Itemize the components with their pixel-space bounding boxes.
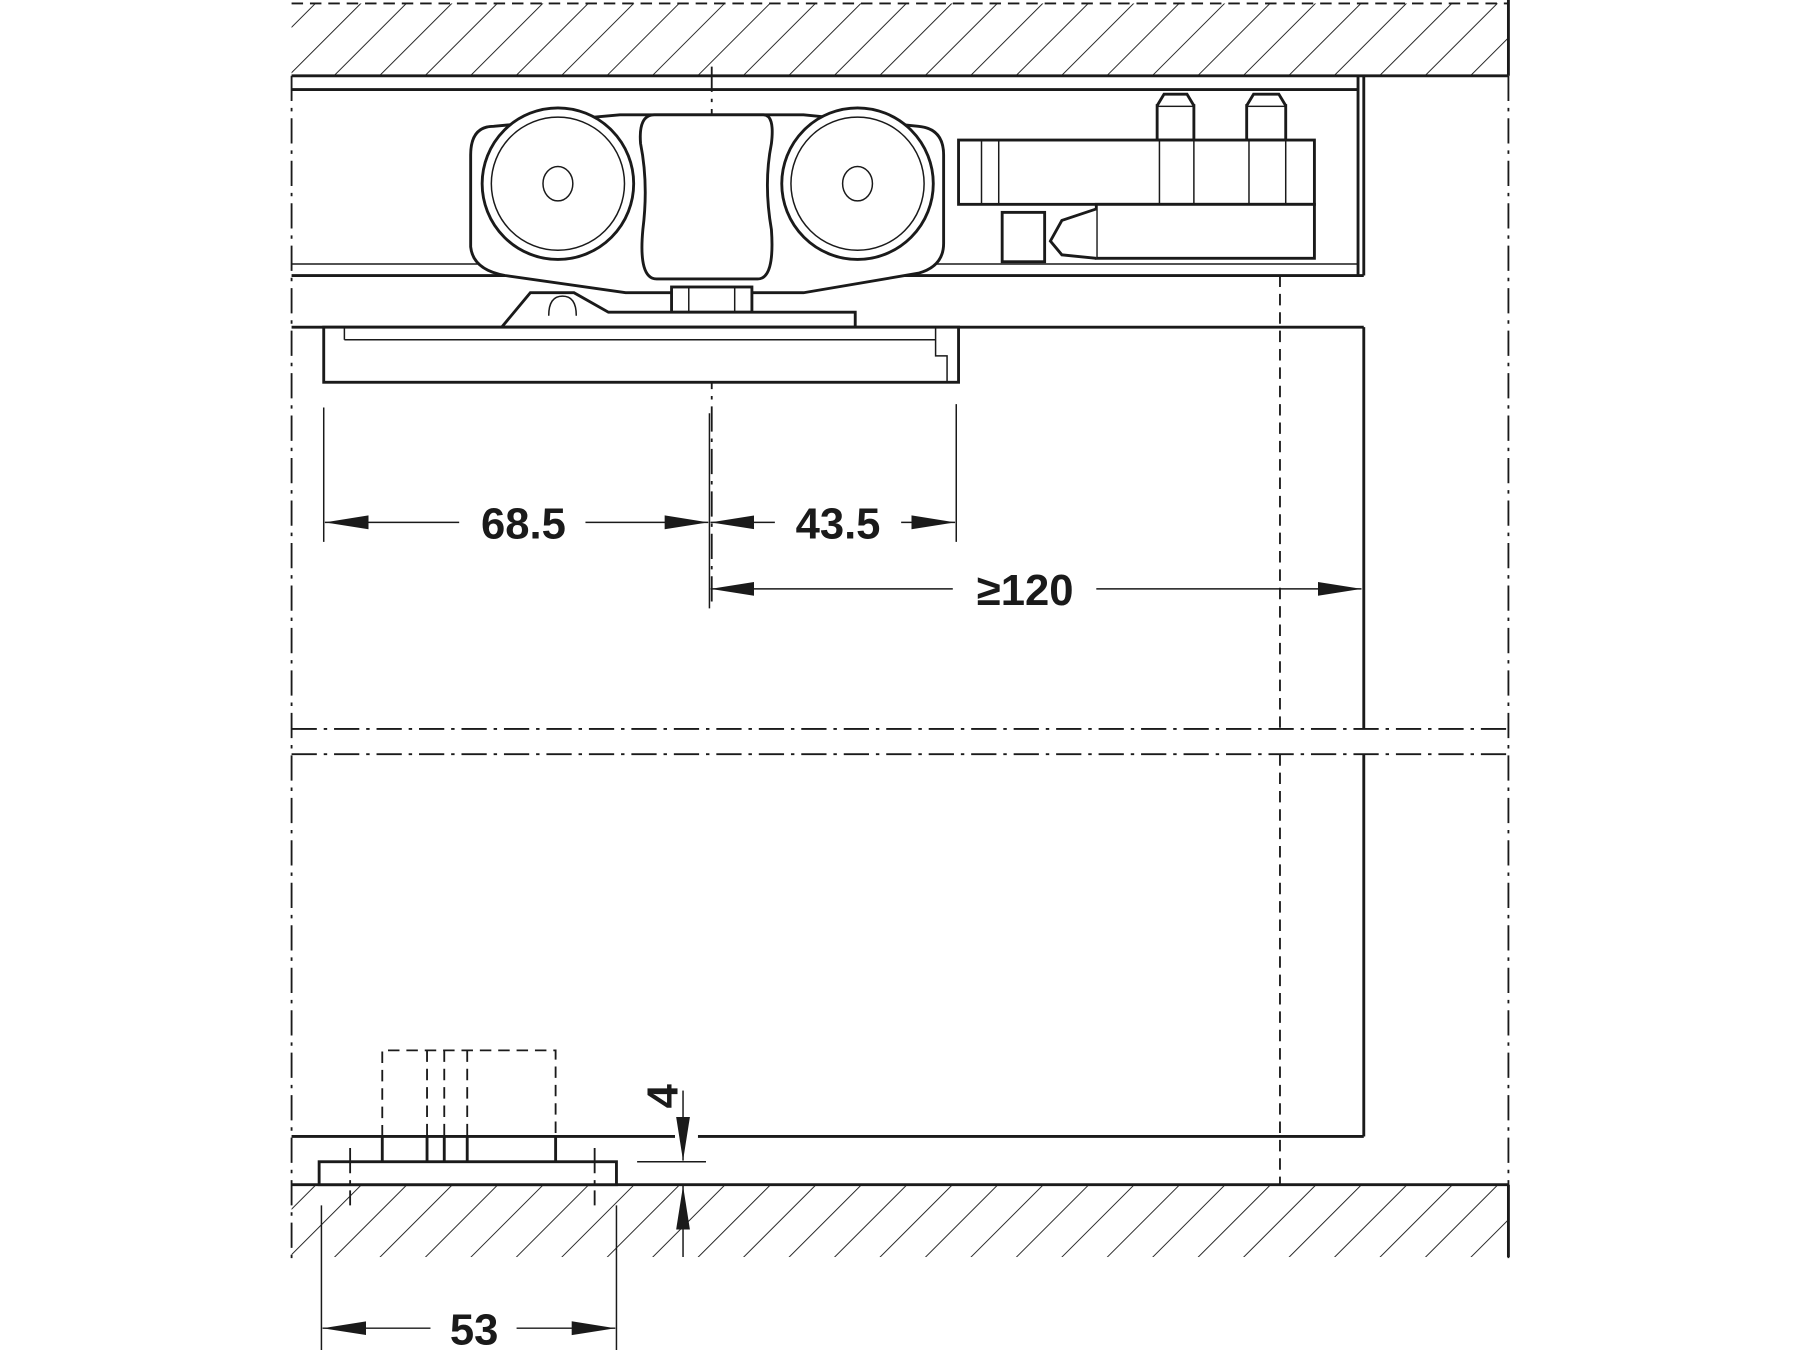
right-wheel (780, 106, 935, 261)
dimension-53: 53 (320, 1205, 618, 1350)
floor-section (291, 1183, 1510, 1258)
dim-label-68-5: 68.5 (481, 500, 566, 548)
dimension-4: 4 (637, 1083, 706, 1258)
floor-guide (317, 1049, 618, 1206)
dimension-68-5: 68.5 (322, 404, 957, 609)
left-wheel (480, 106, 636, 261)
soft-close-damper (957, 92, 1316, 264)
mounting-plate (322, 325, 960, 384)
door-panel (291, 325, 1366, 1138)
dimension-43-5: 43.5 (710, 500, 956, 548)
roller-carriage (469, 106, 946, 329)
dim-label-4: 4 (639, 1083, 687, 1108)
dimension-120: ≥120 (710, 567, 1362, 615)
dim-label-53: 53 (450, 1306, 499, 1350)
ceiling-section (291, 0, 1510, 78)
dim-label-120: ≥120 (977, 567, 1074, 615)
dim-label-43-5: 43.5 (796, 500, 881, 548)
